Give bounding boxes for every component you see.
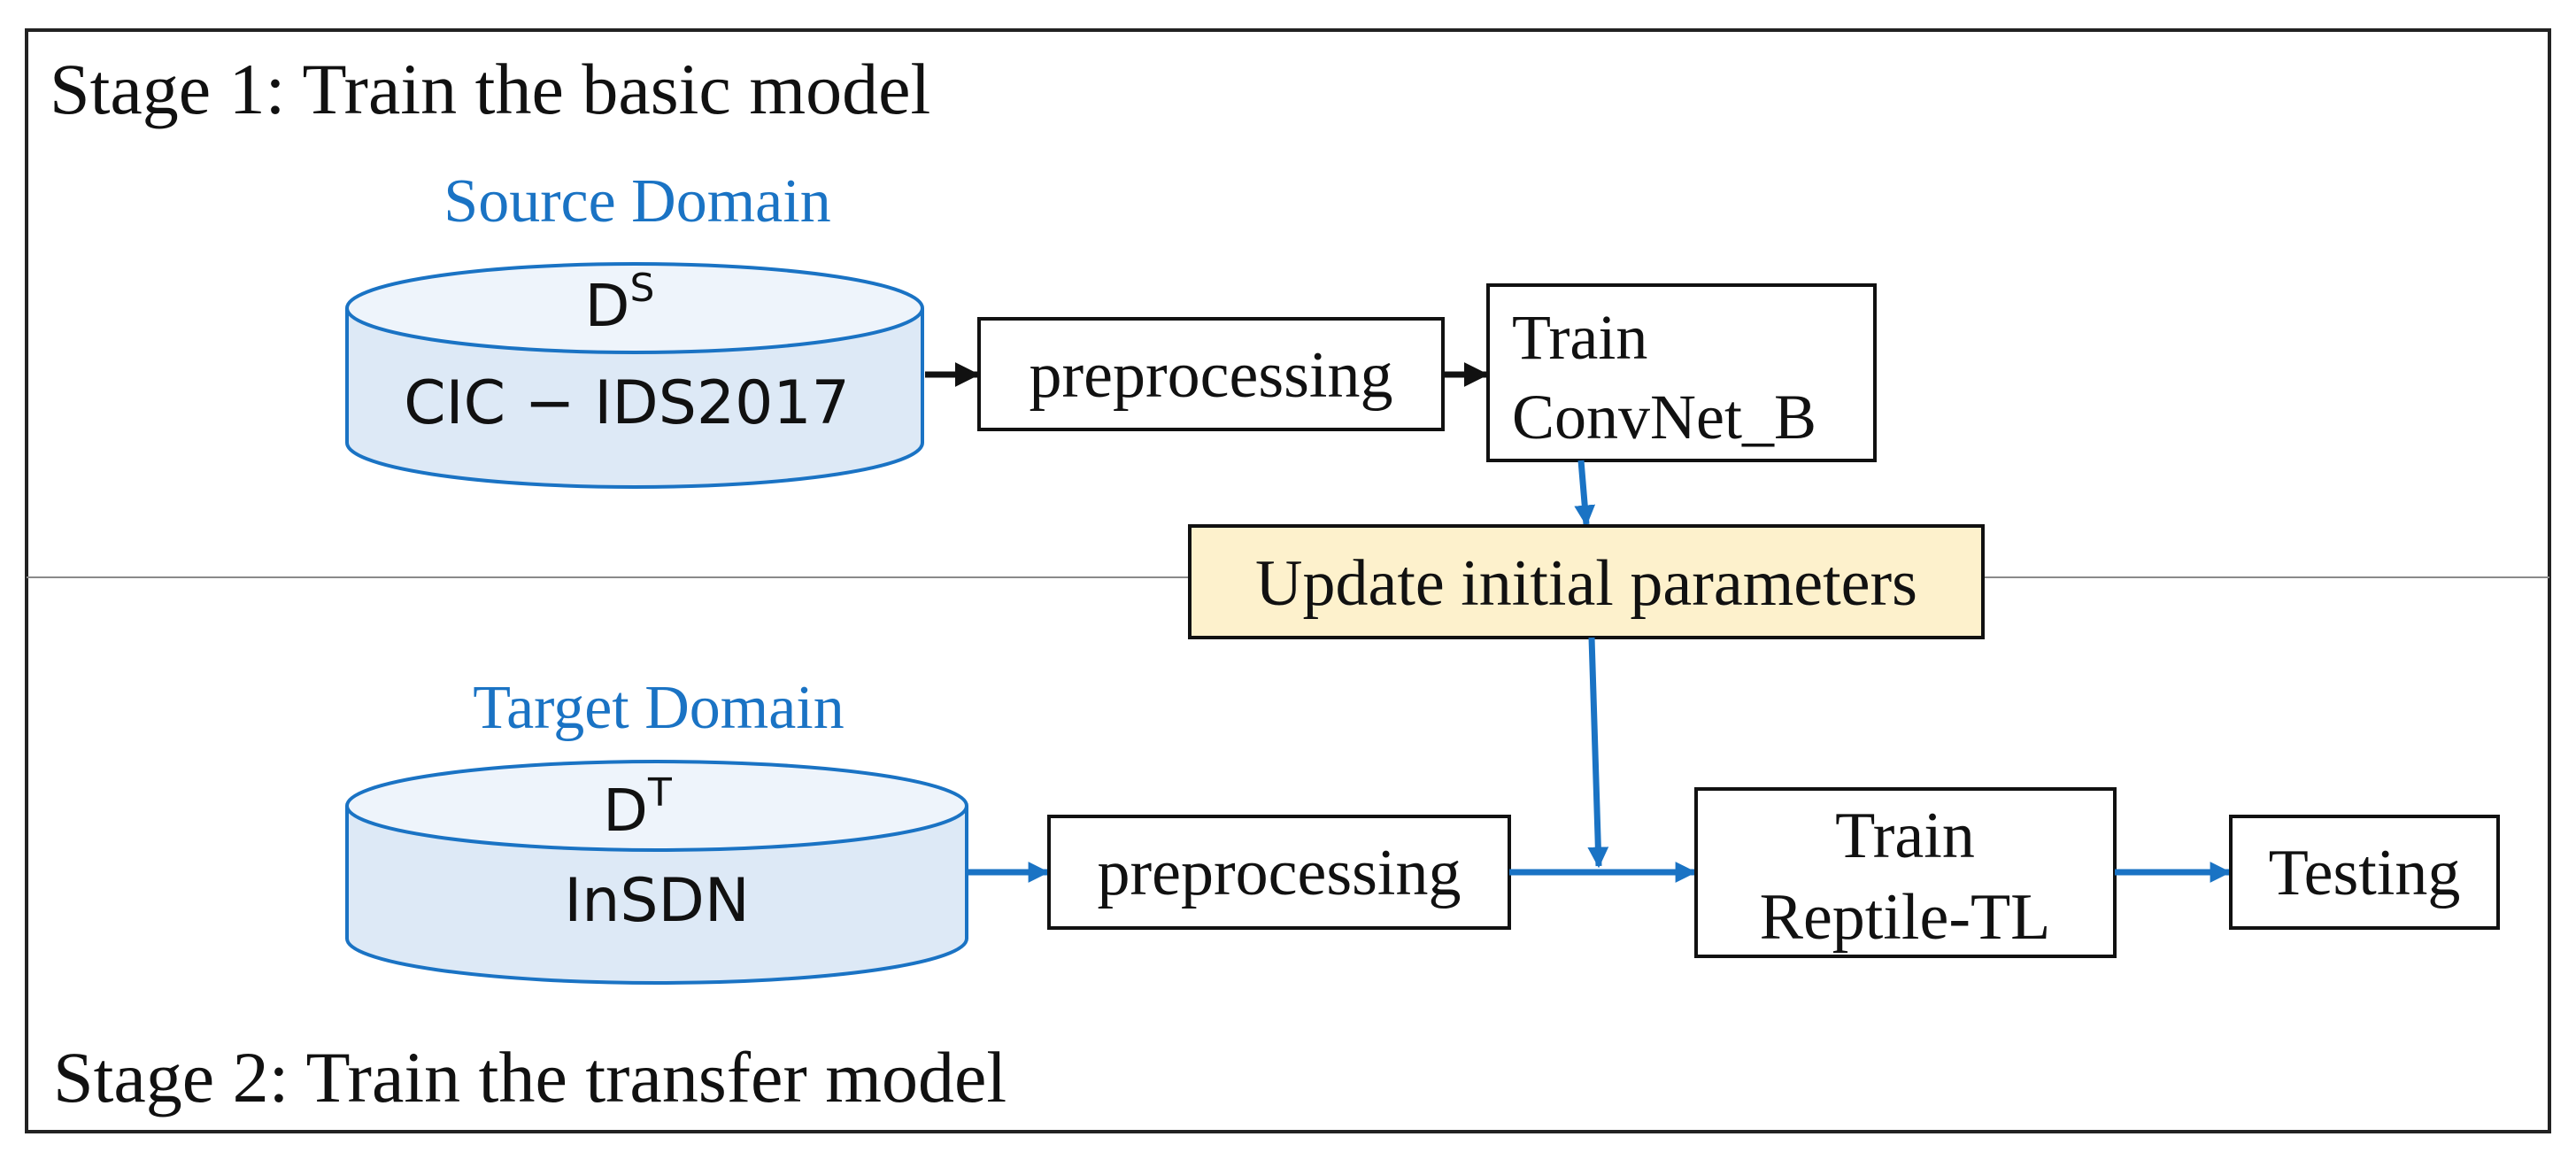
target-symbol: DT [603, 770, 672, 845]
train-reptile-line1: Train [1835, 800, 1975, 872]
arrow-convnet-to-update [1574, 460, 1596, 527]
testing-label: Testing [2269, 837, 2461, 909]
preprocessing-label-1: preprocessing [1030, 339, 1393, 412]
train-convnet-line2: ConvNet_B [1512, 382, 1816, 452]
outer-frame [25, 28, 2551, 1133]
source-dataset: CIC − IDS2017 [404, 368, 850, 438]
target-cylinder [345, 760, 968, 985]
preprocessing-box-1 [977, 317, 1445, 431]
preprocessing-label-2: preprocessing [1098, 837, 1462, 909]
arrow-update-to-junction [1587, 637, 1609, 869]
source-domain-heading: Source Domain [443, 167, 830, 236]
update-parameters-label: Update initial parameters [1255, 547, 1917, 620]
source-cylinder [345, 262, 924, 489]
testing-box [2229, 815, 2500, 930]
target-domain-heading: Target Domain [473, 674, 845, 742]
source-symbol: DS [585, 266, 655, 340]
target-dataset: InSDN [564, 866, 750, 936]
update-parameters-box [1188, 524, 1985, 639]
train-reptile-line2: Reptile-TL [1760, 881, 2051, 954]
stage2-label: Stage 2: Train the transfer model [53, 1037, 1006, 1117]
train-convnet-line1: Train [1512, 302, 1647, 373]
preprocessing-box-2 [1047, 815, 1511, 930]
train-convnet-box [1486, 283, 1877, 462]
stage1-label: Stage 1: Train the basic model [50, 49, 930, 129]
